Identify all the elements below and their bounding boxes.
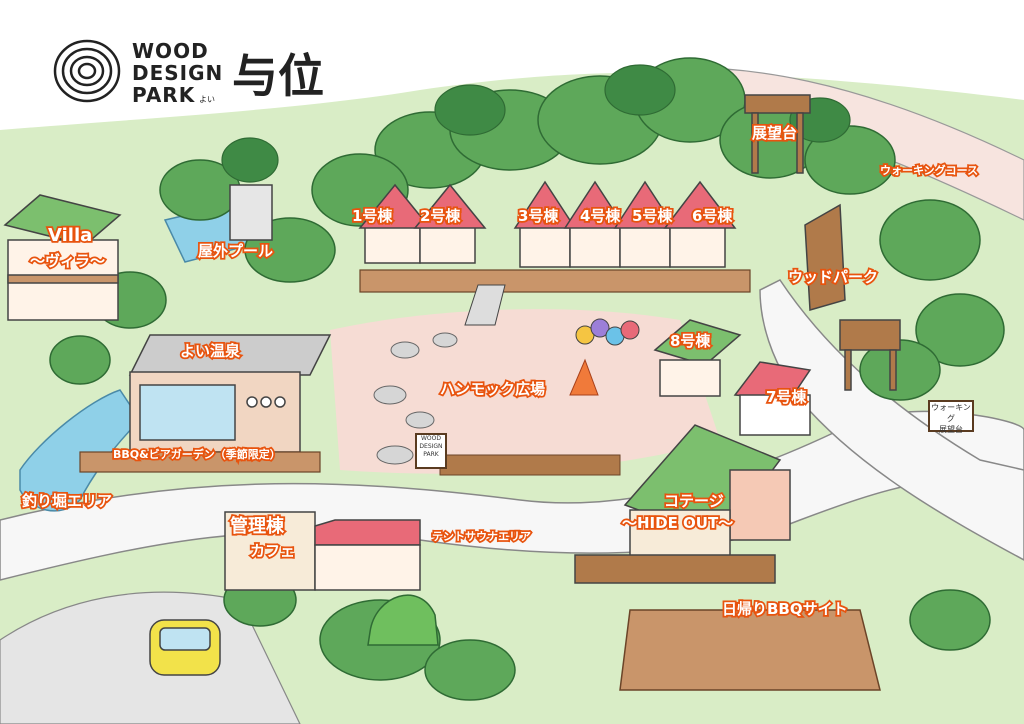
- label-wood-park: ウッドパーク: [786, 266, 880, 288]
- label-cottage: コテージ: [662, 490, 725, 512]
- label-observation: 展望台: [750, 122, 799, 144]
- forest-dark: [221, 64, 851, 183]
- cabins-1-2: [358, 183, 487, 264]
- logo-wordmark: WOOD DESIGN PARK: [132, 40, 223, 106]
- fence: [439, 454, 621, 476]
- label-villa-jp: ～ヴィラ～: [28, 250, 107, 272]
- management-building: [224, 511, 421, 591]
- cabin-8: [653, 319, 742, 397]
- bbq-deck: [79, 451, 321, 473]
- label-bbq-beer: BBQ&ビアガーデン（季節限定）: [111, 446, 282, 463]
- onsen-building: [128, 334, 332, 453]
- label-building-5: 5号棟: [630, 205, 674, 227]
- stairs-center: [464, 284, 506, 326]
- park-logo: WOOD DESIGN PARK 与位 よい: [52, 36, 352, 116]
- label-management: 管理棟: [228, 514, 286, 539]
- logo-yomi: よい: [199, 95, 215, 104]
- logo-kanji: 与位: [232, 49, 324, 103]
- label-day-bbq: 日帰りBBQサイト: [720, 598, 849, 620]
- label-hammock: ハンモック広場: [438, 378, 547, 400]
- day-bbq-deck: [619, 609, 881, 691]
- label-fishing: 釣り堀エリア: [20, 490, 114, 512]
- logo-line-2: DESIGN: [132, 61, 224, 85]
- signpost-line-2: 展望台: [939, 425, 963, 434]
- cabin-deck: [359, 269, 751, 293]
- label-walking-course: ウォーキングコース: [878, 162, 980, 179]
- label-villa-en: Villa: [46, 223, 94, 248]
- wood-design-park-sign: WOOD DESIGN PARK: [415, 433, 447, 469]
- label-outdoor-pool: 屋外プール: [196, 240, 275, 262]
- signpost-line-1: ウォーキング: [931, 403, 971, 423]
- bus: [149, 619, 221, 676]
- label-building-3: 3号棟: [516, 205, 560, 227]
- tree-ring-icon: [53, 39, 121, 103]
- side-road: [759, 279, 1024, 561]
- observation-tower: [744, 94, 811, 174]
- plaza-rocks: [373, 332, 458, 465]
- label-building-7: 7号棟: [764, 386, 808, 408]
- hammock-plaza: [330, 309, 720, 474]
- logo-line-3: PARK: [132, 83, 196, 107]
- tent-sauna: [367, 594, 439, 646]
- label-building-4: 4号棟: [578, 205, 622, 227]
- campfire: [569, 358, 599, 396]
- villa-building: [3, 194, 122, 321]
- balloons: [575, 318, 640, 346]
- label-onsen: よい温泉: [178, 340, 242, 362]
- label-hideout: ～HIDE OUT～: [620, 512, 735, 534]
- wood-park: [804, 203, 901, 391]
- pool-house: [229, 184, 273, 241]
- label-tent-sauna: テントサウナエリア: [430, 528, 533, 545]
- logo-line-1: WOOD: [132, 39, 209, 63]
- cabins-3-6: [513, 180, 737, 268]
- label-building-6: 6号棟: [690, 205, 734, 227]
- label-cafe: カフェ: [248, 540, 297, 562]
- label-building-8: 8号棟: [668, 330, 712, 352]
- cottage-building: [574, 424, 791, 584]
- label-building-2: 2号棟: [418, 205, 462, 227]
- cabin-7: [733, 361, 812, 436]
- label-building-1: 1号棟: [350, 205, 394, 227]
- observation-signpost: ウォーキング 展望台: [928, 400, 974, 434]
